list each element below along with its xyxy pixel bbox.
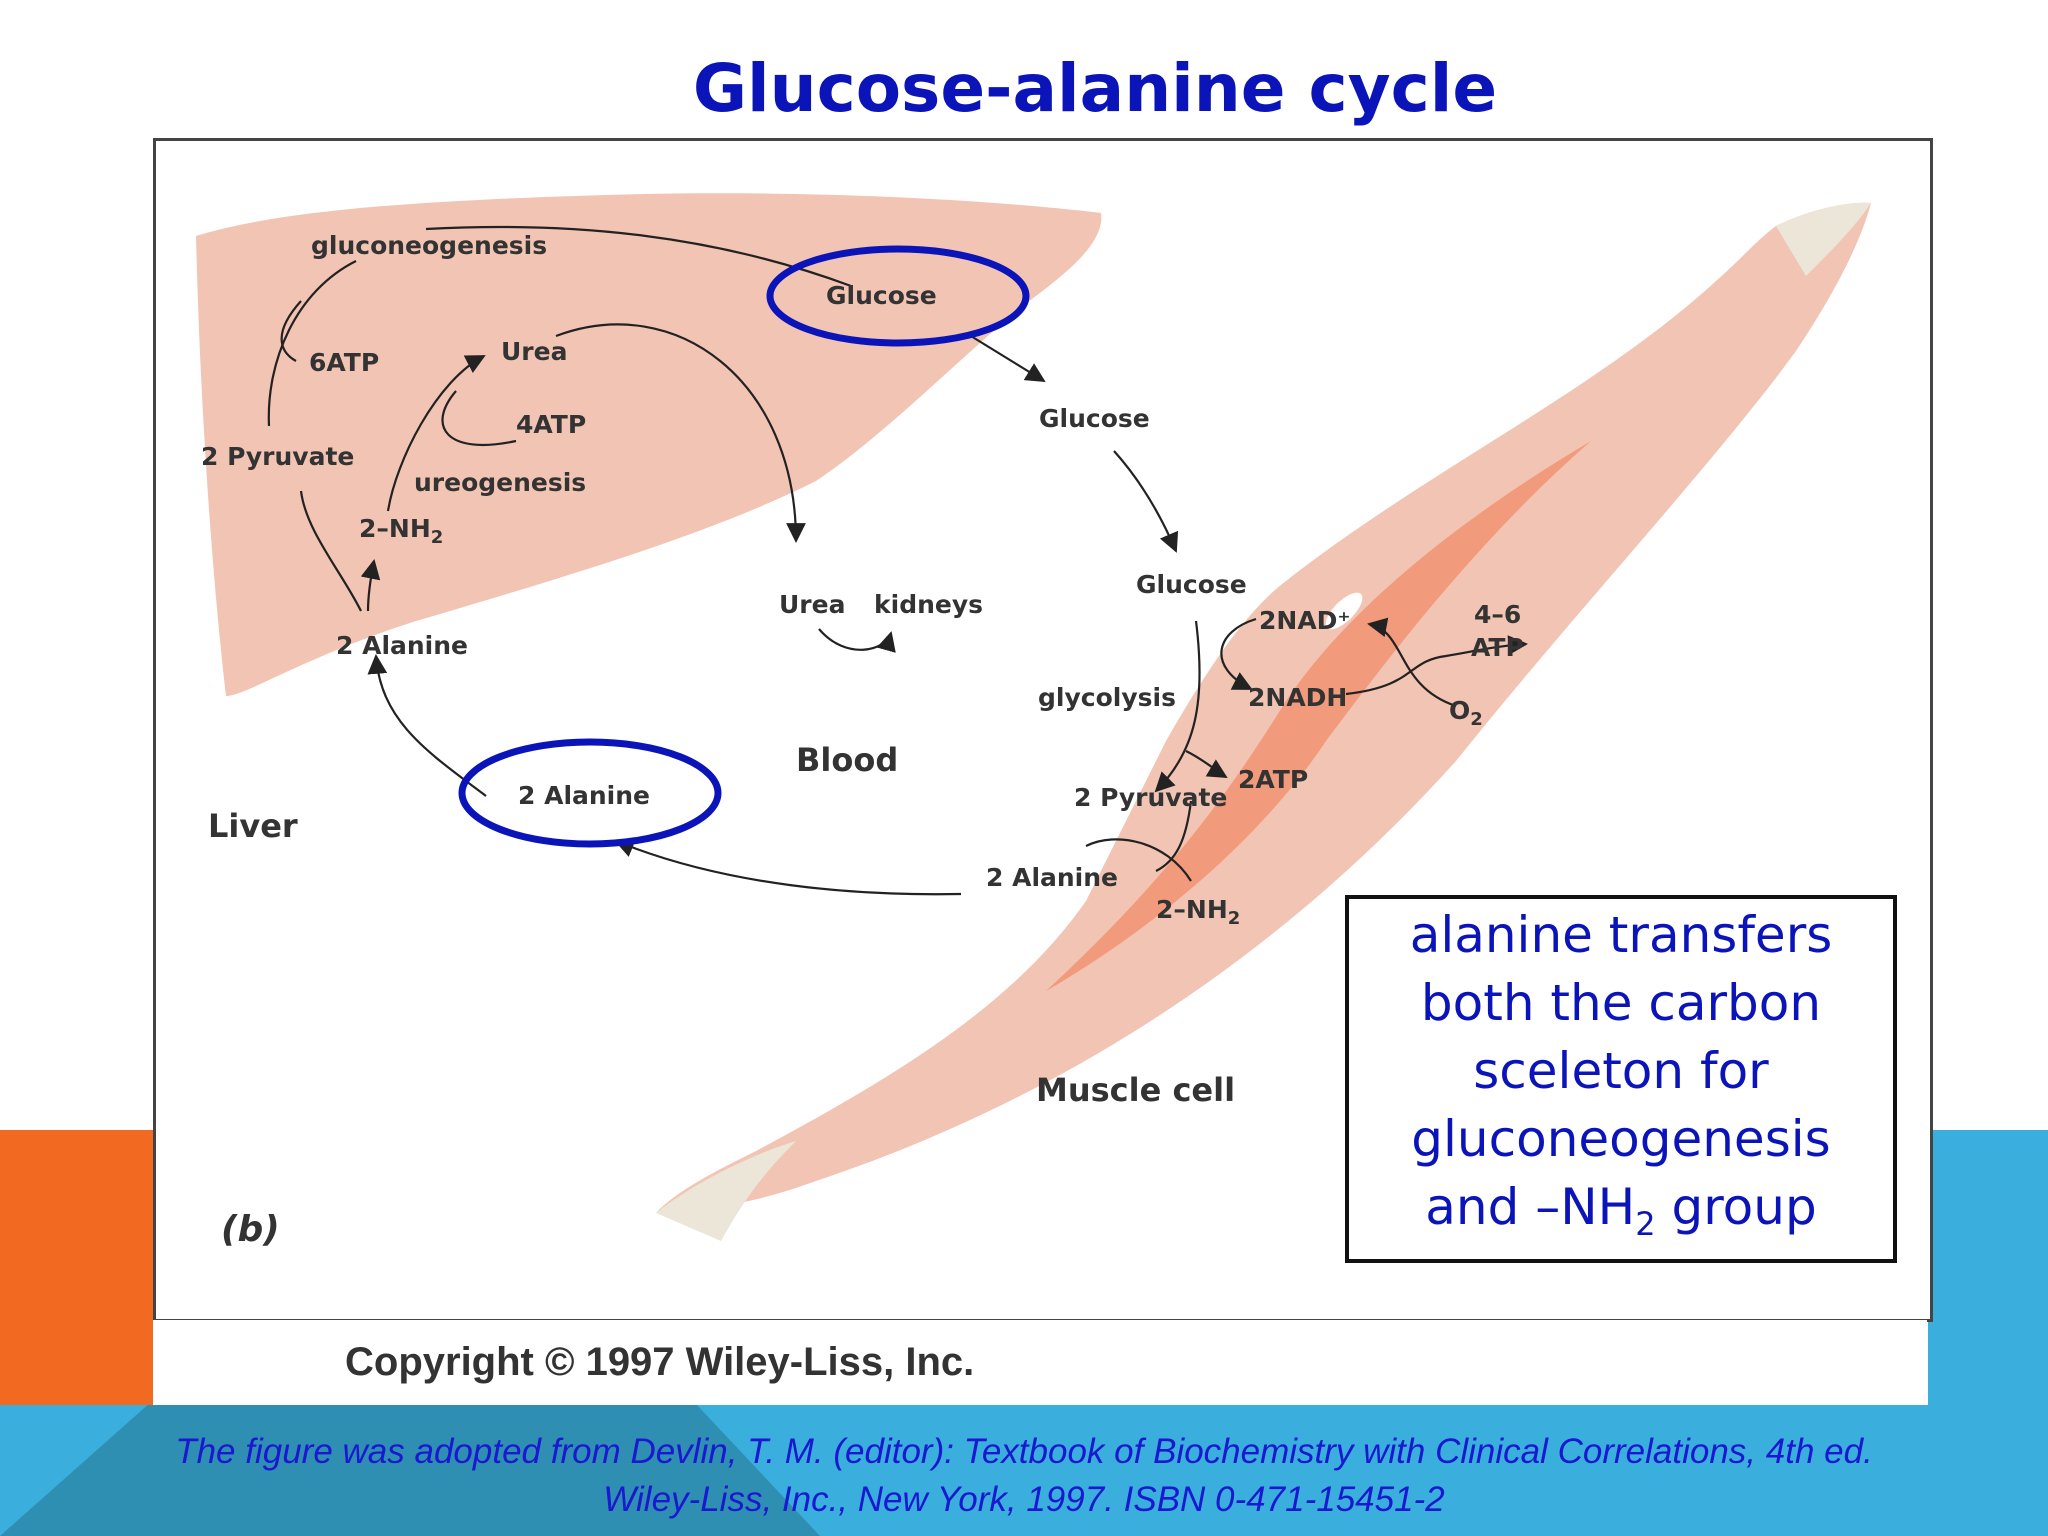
arrow-alanine-to-nh2 <box>360 559 381 612</box>
label-pyruvate-muscle: 2 Pyruvate <box>1074 783 1227 812</box>
label-urea-blood: Urea <box>779 590 845 619</box>
label-atp2: 2ATP <box>1238 765 1308 794</box>
label-alanine-muscle: 2 Alanine <box>986 863 1118 892</box>
label-kidneys: kidneys <box>874 590 983 619</box>
arrow-glycolysis <box>1154 620 1201 793</box>
arrow-glucose-blood-to-muscle <box>1113 450 1179 553</box>
label-6atp: 6ATP <box>309 348 379 377</box>
note-text: alanine transfers both the carbon scelet… <box>1410 901 1833 1258</box>
label-atp46-top: 4–6 <box>1474 600 1521 629</box>
label-glucose-blood: Glucose <box>1039 404 1150 433</box>
arrow-4atp-loop <box>441 390 517 446</box>
label-nad: 2NAD⁺ <box>1259 606 1351 635</box>
arrow-pyruvate-to-gluconeogenesis <box>267 260 357 427</box>
copyright-text: Copyright © 1997 Wiley-Liss, Inc. <box>345 1340 975 1384</box>
cycle-diagram: gluconeogenesis Glucose 6ATP Urea 4ATP 2… <box>196 193 1871 1250</box>
note-line-4: gluconeogenesis <box>1411 1109 1831 1168</box>
label-alanine-liver: 2 Alanine <box>336 631 468 660</box>
arrow-urea-to-kidneys <box>818 628 896 653</box>
arrow-o2-to-nad <box>1367 617 1457 708</box>
alanine-highlight-circle <box>458 738 722 848</box>
label-muscle-cell: Muscle cell <box>1036 1071 1235 1109</box>
label-urea-liver: Urea <box>501 337 567 366</box>
label-nh2-muscle: 2–NH2 <box>1156 895 1240 929</box>
source-citation: The figure was adopted from Devlin, T. M… <box>0 1428 2048 1524</box>
copyright-band <box>153 1320 1927 1405</box>
label-gluconeogenesis: gluconeogenesis <box>311 231 547 260</box>
label-nadh: 2NADH <box>1248 683 1347 712</box>
glucose-highlight-circle <box>766 245 1030 347</box>
label-o2: O2 <box>1449 696 1483 730</box>
muscle-tendon-top <box>1776 202 1871 276</box>
muscle-nucleus <box>1325 592 1363 630</box>
note-line-3: sceleton for <box>1473 1041 1769 1100</box>
arrow-pyruvate-to-alanine <box>1155 800 1193 872</box>
arrow-alanine-to-pyruvate <box>299 490 362 612</box>
label-blood: Blood <box>796 741 898 779</box>
arrow-glucose-liver-to-blood <box>965 332 1046 383</box>
label-glycolysis: glycolysis <box>1038 683 1176 712</box>
label-alanine-blood: 2 Alanine <box>518 781 650 810</box>
source-line-2: Wiley-Liss, Inc., New York, 1997. ISBN 0… <box>603 1480 1445 1519</box>
label-pyruvate-liver: 2 Pyruvate <box>201 442 354 471</box>
liver-shape <box>196 193 1102 696</box>
note-line-5: and –NH2 group <box>1425 1177 1817 1243</box>
muscle-tendon-bottom <box>656 1141 796 1241</box>
muscle-inner-shape <box>1046 441 1591 991</box>
slide-title: Glucose-alanine cycle <box>692 50 1498 127</box>
source-line-1: The figure was adopted from Devlin, T. M… <box>175 1432 1873 1471</box>
label-4atp: 4ATP <box>516 410 586 439</box>
arrow-nad-to-nadh <box>1220 617 1257 690</box>
arrow-atp2 <box>1185 750 1228 779</box>
arrow-alanine-muscle-to-blood <box>614 838 962 896</box>
arrow-nh2-to-urea <box>386 355 486 512</box>
arrow-nh2-to-alanine <box>1085 838 1192 882</box>
label-glucose-muscle: Glucose <box>1136 570 1247 599</box>
label-atp46-bottom: ATP <box>1471 633 1524 662</box>
label-nh2-liver: 2–NH2 <box>359 514 443 548</box>
label-liver: Liver <box>208 807 298 845</box>
label-panel-b: (b) <box>221 1209 280 1250</box>
note-line-1: alanine transfers <box>1409 905 1833 964</box>
label-glucose-liver: Glucose <box>826 281 937 310</box>
arrow-to-atp46 <box>1445 635 1528 658</box>
arrow-urea-to-blood <box>555 323 806 543</box>
note-box: alanine transfers both the carbon scelet… <box>1345 895 1897 1263</box>
background-bottom-accent <box>0 1405 820 1536</box>
label-ureogenesis: ureogenesis <box>414 468 586 497</box>
arrow-6atp-loop <box>280 300 302 362</box>
arrow-nadh-to-o2 <box>1345 654 1447 696</box>
muscle-cell-shape <box>656 202 1871 1213</box>
note-line-2: both the carbon <box>1420 973 1822 1032</box>
